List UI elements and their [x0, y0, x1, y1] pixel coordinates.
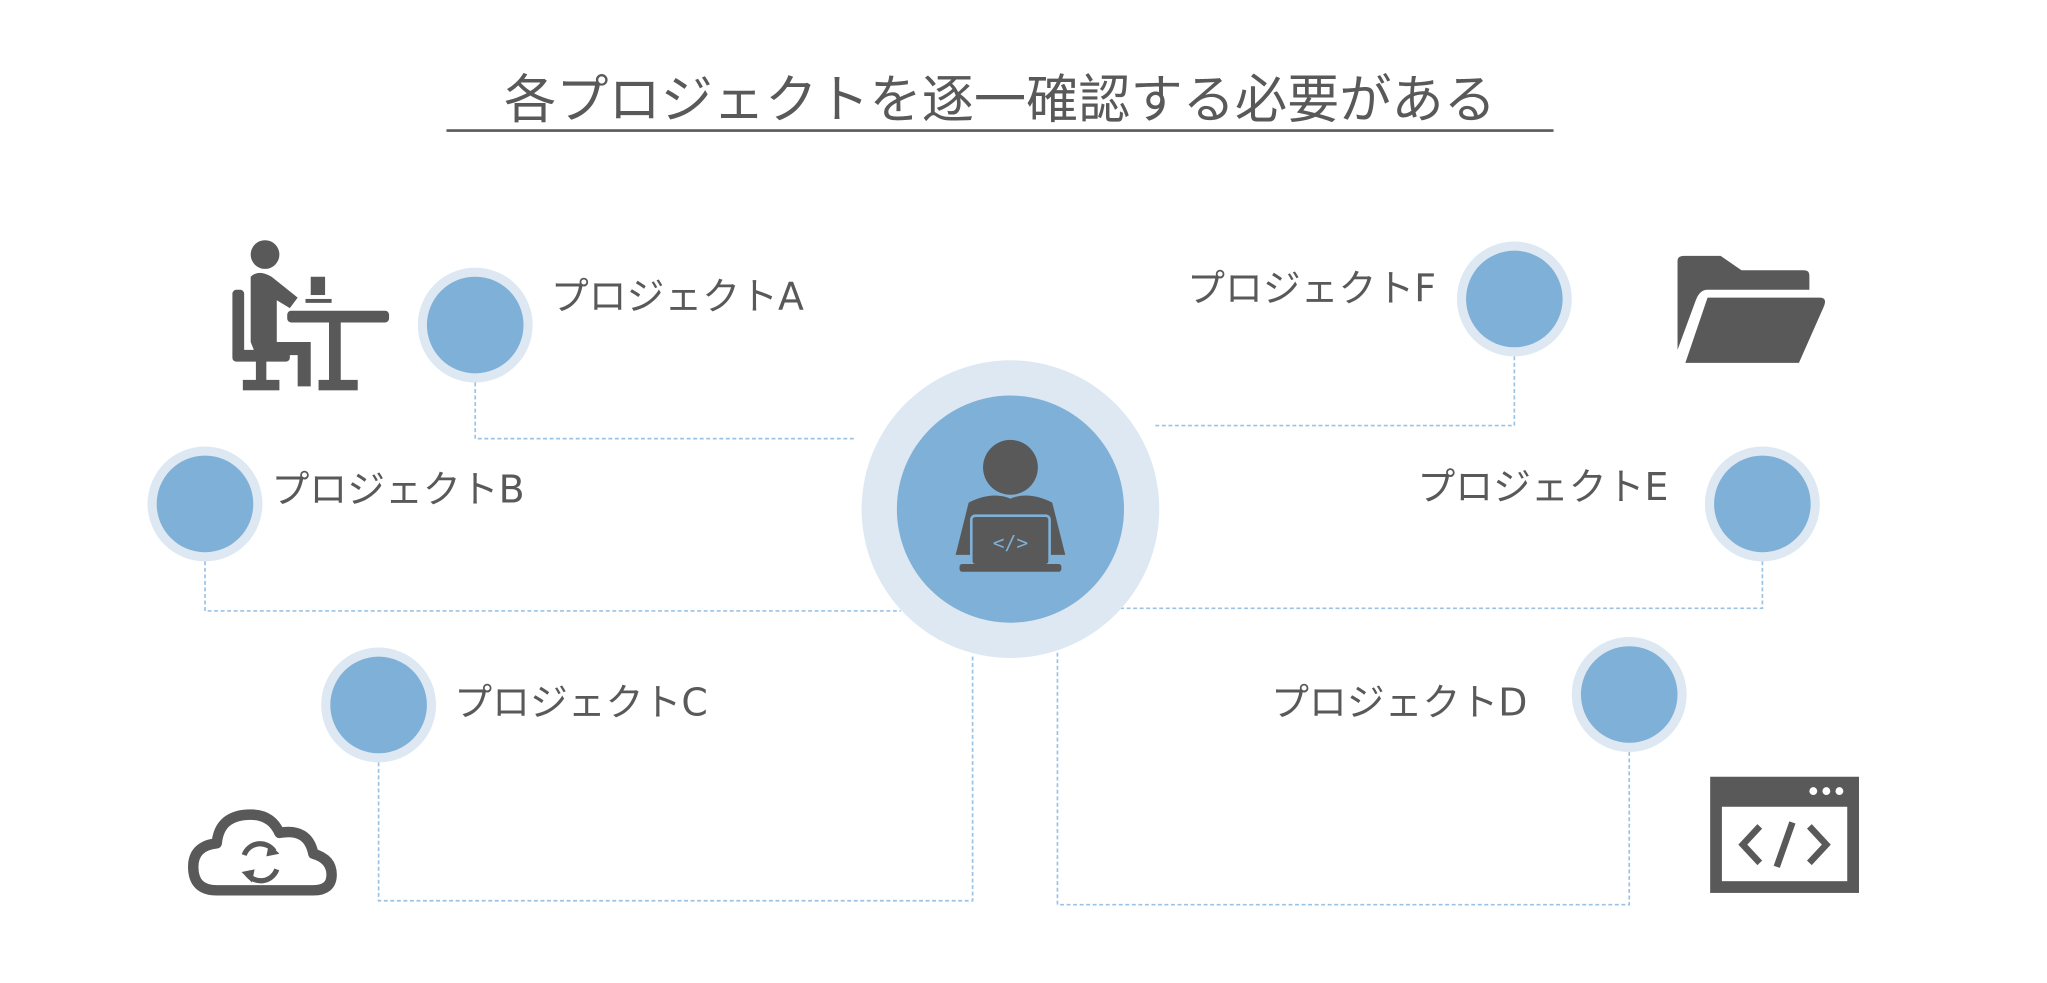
node-project-d[interactable]: プロジェクトD	[1271, 637, 1687, 752]
connector-a	[474, 382, 856, 440]
svg-text:</>: </>	[993, 532, 1028, 555]
folder-icon	[1677, 255, 1826, 363]
project-label: プロジェクトF	[1187, 267, 1436, 311]
project-label: プロジェクトA	[551, 274, 804, 318]
desk-worker-icon	[232, 240, 390, 391]
project-label: プロジェクトE	[1417, 465, 1668, 509]
connector-f	[1154, 356, 1516, 427]
connectors	[204, 356, 1764, 906]
connector-c	[377, 655, 974, 902]
project-label: プロジェクトD	[1271, 680, 1527, 724]
project-label: プロジェクトC	[454, 680, 707, 724]
node-project-f[interactable]: プロジェクトF	[1187, 241, 1572, 357]
node-project-e[interactable]: プロジェクトE	[1417, 446, 1820, 562]
center-hub: </>	[861, 360, 1160, 658]
node-project-b[interactable]: プロジェクトB	[147, 446, 525, 562]
developer-laptop-icon: </>	[955, 439, 1066, 572]
node-project-a[interactable]: プロジェクトA	[417, 267, 804, 383]
connector-d	[1056, 650, 1631, 906]
page-title: 各プロジェクトを逐一確認する必要がある	[504, 70, 1496, 130]
connector-e	[1116, 561, 1764, 610]
cloud-sync-icon	[188, 809, 337, 896]
node-project-c[interactable]: プロジェクトC	[321, 647, 708, 763]
connector-b	[204, 561, 901, 612]
project-label: プロジェクトB	[272, 468, 525, 512]
code-window-icon	[1710, 776, 1859, 893]
